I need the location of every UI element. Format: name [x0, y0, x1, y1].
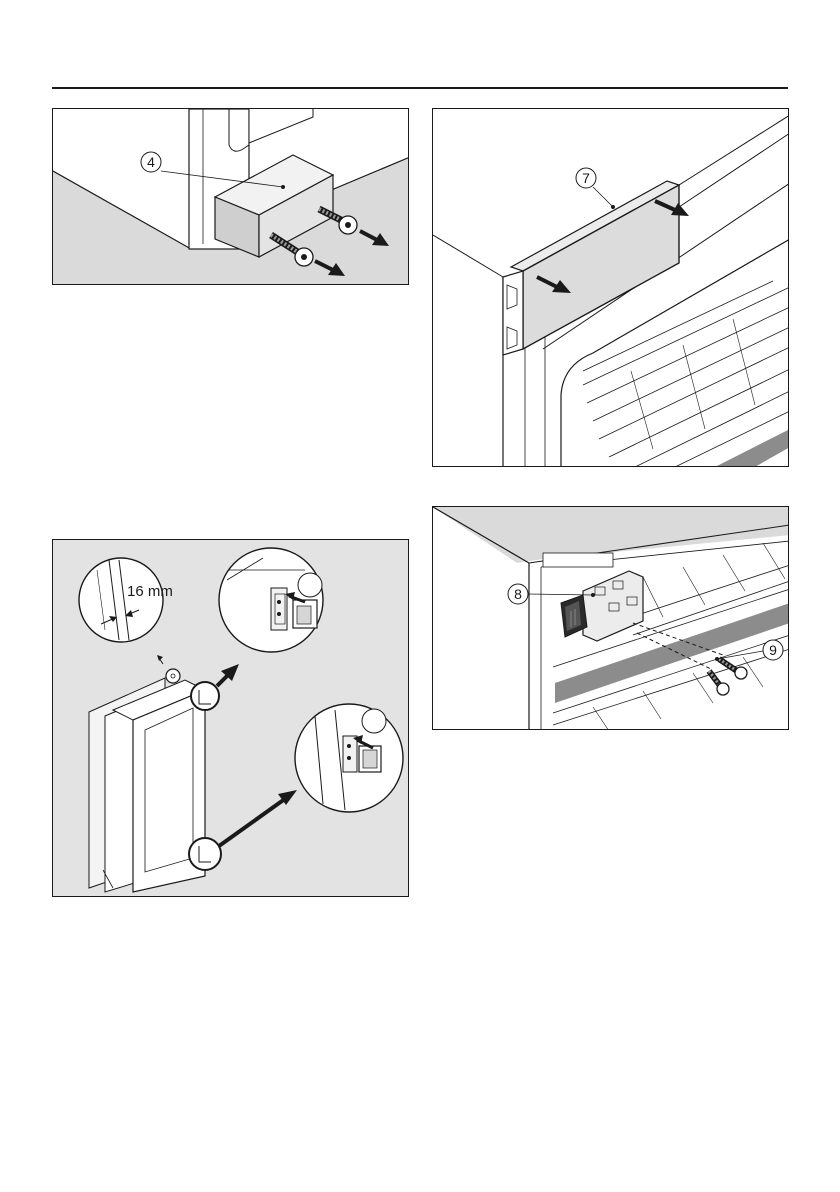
callout-8: 8 [514, 586, 522, 602]
arrow-icon [219, 790, 297, 846]
interior-bracket-illustration: 8 9 [433, 507, 789, 730]
callout-9: 9 [769, 642, 777, 658]
figure-interior-bracket: 8 9 [432, 506, 789, 730]
callout-4: 4 [147, 154, 155, 170]
figure-door-alignment: 16 mm [52, 539, 409, 897]
hinge-bracket [561, 571, 643, 641]
detail-gap: 16 mm [79, 558, 173, 642]
figure-top-panel-removal: 7 [432, 108, 789, 467]
gap-dimension-label: 16 mm [127, 583, 173, 600]
figure-side-bracket-screws: 4 [52, 108, 409, 285]
top-panel-illustration: 7 [433, 109, 789, 467]
rack-slats [583, 281, 789, 467]
header-rule [52, 87, 788, 89]
top-trim-panel [503, 181, 679, 355]
screw-upper [719, 659, 747, 679]
callout-7: 7 [582, 170, 590, 186]
bracket-screws-illustration: 4 [53, 109, 409, 285]
screw-lower [709, 671, 729, 695]
appliance-body [89, 678, 205, 892]
detail-top-hinge [219, 548, 323, 652]
arrow-icon [217, 664, 239, 686]
detail-bottom-hinge [295, 704, 403, 812]
door-alignment-illustration: 16 mm [53, 540, 409, 897]
